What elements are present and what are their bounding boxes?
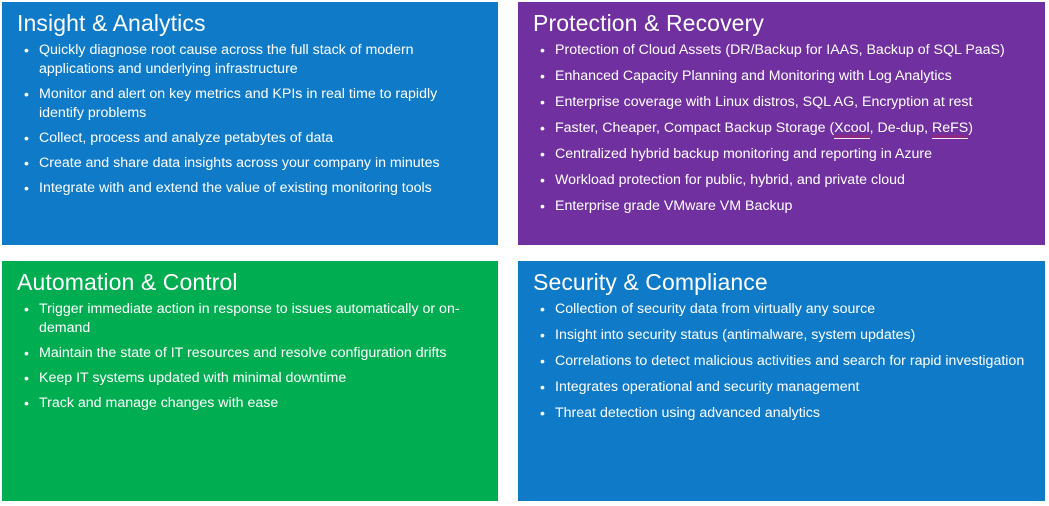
list-item-text: Quickly diagnose root cause across the f…: [39, 42, 414, 77]
list-item-text-prefix: Faster, Cheaper, Compact Backup Storage …: [555, 120, 835, 136]
list-item-with-spellcheck: • Faster, Cheaper, Compact Backup Storag…: [530, 119, 1033, 139]
bullet-dot-icon: •: [24, 301, 29, 317]
panel-title-protection-recovery: Protection & Recovery: [533, 10, 764, 36]
bullet-dot-icon: •: [540, 301, 545, 317]
list-item-text-suffix: ): [968, 120, 973, 136]
list-item-text: Integrate with and extend the value of e…: [39, 180, 432, 196]
list-item-text: Trigger immediate action in response to …: [39, 301, 460, 336]
bullet-list-insight-analytics: • Quickly diagnose root cause across the…: [14, 41, 486, 198]
list-item: • Enhanced Capacity Planning and Monitor…: [530, 67, 1033, 86]
bullet-dot-icon: •: [540, 198, 545, 214]
bullet-dot-icon: •: [540, 327, 545, 343]
list-item: • Collection of security data from virtu…: [530, 300, 1033, 319]
list-item: • Centralized hybrid backup monitoring a…: [530, 145, 1033, 164]
list-item: • Maintain the state of IT resources and…: [14, 344, 486, 363]
list-item: • Protection of Cloud Assets (DR/Backup …: [530, 41, 1033, 60]
bullet-list-security-compliance: • Collection of security data from virtu…: [530, 300, 1033, 423]
bullet-dot-icon: •: [540, 146, 545, 162]
bullet-dot-icon: •: [24, 395, 29, 411]
bullet-dot-icon: •: [540, 42, 545, 58]
list-item: • Keep IT systems updated with minimal d…: [14, 369, 486, 388]
bullet-dot-icon: •: [24, 345, 29, 361]
list-item-text: Keep IT systems updated with minimal dow…: [39, 370, 347, 386]
bullet-dot-icon: •: [540, 172, 545, 188]
list-item-text: Workload protection for public, hybrid, …: [555, 172, 905, 188]
list-item: • Threat detection using advanced analyt…: [530, 404, 1033, 423]
list-item-text: Create and share data insights across yo…: [39, 155, 440, 171]
list-item-text: Enterprise coverage with Linux distros, …: [555, 94, 973, 110]
list-item: • Enterprise grade VMware VM Backup: [530, 197, 1033, 216]
list-item: • Correlations to detect malicious activ…: [530, 352, 1033, 371]
list-item: • Enterprise coverage with Linux distros…: [530, 93, 1033, 112]
list-item-text: Centralized hybrid backup monitoring and…: [555, 146, 932, 162]
list-item-text: Threat detection using advanced analytic…: [555, 405, 820, 421]
bullet-dot-icon: •: [24, 370, 29, 386]
panel-automation-control: Automation & Control • Trigger immediate…: [2, 261, 498, 501]
list-item-text: Protection of Cloud Assets (DR/Backup fo…: [555, 42, 1005, 58]
list-item: • Insight into security status (antimalw…: [530, 326, 1033, 345]
list-item-text: Collect, process and analyze petabytes o…: [39, 130, 334, 146]
panel-title-insight-analytics: Insight & Analytics: [17, 10, 206, 36]
list-item: • Workload protection for public, hybrid…: [530, 171, 1033, 190]
list-item-text: Insight into security status (antimalwar…: [555, 327, 916, 343]
bullet-dot-icon: •: [24, 42, 29, 58]
bullet-dot-icon: •: [540, 120, 545, 136]
bullet-dot-icon: •: [540, 353, 545, 369]
list-item-text: Monitor and alert on key metrics and KPI…: [39, 86, 438, 121]
spellcheck-word-xcool: Xcool: [834, 120, 870, 139]
list-item: • Track and manage changes with ease: [14, 394, 486, 413]
panel-title-security-compliance: Security & Compliance: [533, 269, 768, 295]
list-item-text: Maintain the state of IT resources and r…: [39, 345, 447, 361]
panel-protection-recovery: Protection & Recovery • Protection of Cl…: [518, 2, 1045, 245]
bullet-dot-icon: •: [540, 379, 545, 395]
bullet-dot-icon: •: [540, 94, 545, 110]
bullet-dot-icon: •: [24, 180, 29, 196]
list-item: • Integrate with and extend the value of…: [14, 179, 486, 198]
bullet-dot-icon: •: [24, 155, 29, 171]
panel-security-compliance: Security & Compliance • Collection of se…: [518, 261, 1045, 501]
spellcheck-word-refs: ReFS: [931, 120, 969, 139]
list-item-text: Enterprise grade VMware VM Backup: [555, 198, 793, 214]
list-item: • Integrates operational and security ma…: [530, 378, 1033, 397]
bullet-dot-icon: •: [540, 68, 545, 84]
bullet-dot-icon: •: [24, 130, 29, 146]
bullet-list-automation-control: • Trigger immediate action in response t…: [14, 300, 486, 413]
panel-title-automation-control: Automation & Control: [17, 269, 238, 295]
list-item-text: Correlations to detect malicious activit…: [555, 353, 1025, 369]
bullet-dot-icon: •: [540, 405, 545, 421]
list-item-text: Enhanced Capacity Planning and Monitorin…: [555, 68, 952, 84]
bullet-list-protection-recovery: • Protection of Cloud Assets (DR/Backup …: [530, 41, 1033, 216]
bullet-dot-icon: •: [24, 86, 29, 102]
list-item: • Create and share data insights across …: [14, 154, 486, 173]
list-item-text: Integrates operational and security mana…: [555, 379, 860, 395]
list-item-text-middle: , De-dup,: [869, 120, 932, 136]
panel-insight-analytics: Insight & Analytics • Quickly diagnose r…: [2, 2, 498, 245]
list-item-text: Collection of security data from virtual…: [555, 301, 876, 317]
list-item: • Quickly diagnose root cause across the…: [14, 41, 486, 79]
list-item-text: Track and manage changes with ease: [39, 395, 279, 411]
list-item: • Trigger immediate action in response t…: [14, 300, 486, 338]
list-item: • Monitor and alert on key metrics and K…: [14, 85, 486, 123]
list-item: • Collect, process and analyze petabytes…: [14, 129, 486, 148]
